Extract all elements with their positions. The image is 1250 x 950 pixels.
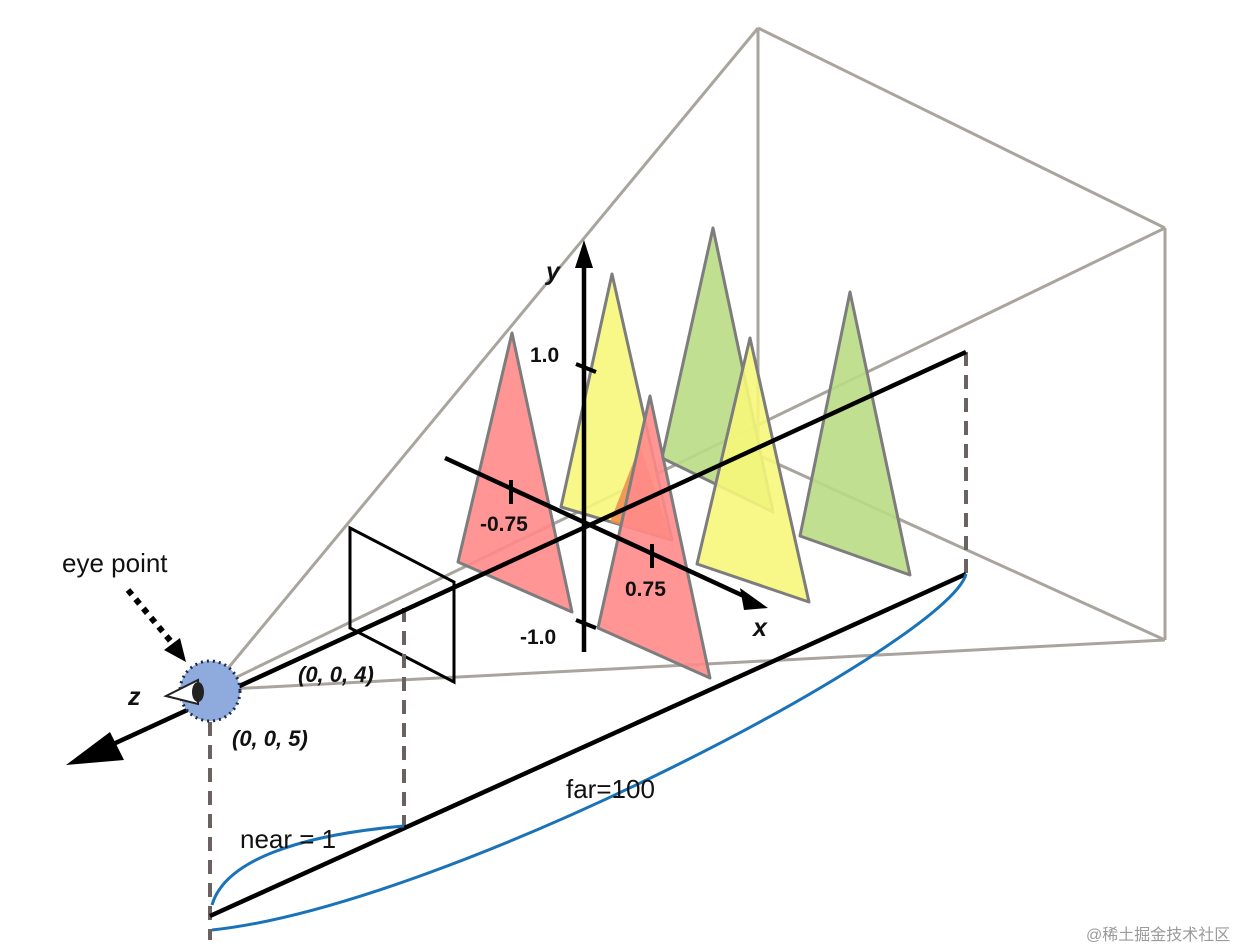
x-tick-left-label: -0.75	[480, 513, 528, 536]
near-plane-position-label: (0, 0, 4)	[298, 662, 374, 687]
x-tick-right-label: 0.75	[625, 578, 666, 601]
near-brace	[210, 824, 405, 906]
y-axis-arrowhead	[575, 240, 593, 268]
y-tick-top-mark	[575, 362, 597, 374]
near-plane	[348, 525, 456, 685]
triangles	[456, 226, 912, 680]
yellow-triangle-front	[695, 336, 811, 604]
eye-pointer-arrowhead	[164, 638, 186, 662]
z-axis-line	[95, 349, 967, 755]
green-triangle-right	[798, 290, 912, 577]
near-distance-label: near = 1	[240, 824, 336, 854]
y-tick-top-label: 1.0	[530, 344, 559, 367]
distance-baseline	[209, 571, 967, 919]
z-axis-arrowhead	[66, 732, 124, 765]
red-triangle-front	[596, 394, 712, 680]
eye-circle	[178, 659, 242, 723]
red-triangle-left	[456, 331, 574, 614]
eye-pointer-arrow	[125, 588, 181, 652]
watermark: @稀土掘金技术社区	[1086, 926, 1230, 944]
x-axis-arrowhead	[740, 588, 768, 610]
eye-point	[163, 659, 242, 723]
y-axis-label: y	[544, 258, 561, 286]
x-axis-line	[444, 455, 749, 601]
far-distance-label: far=100	[566, 774, 655, 804]
z-axis-label: z	[127, 683, 141, 711]
eye-position-label: (0, 0, 5)	[232, 726, 308, 751]
far-brace	[211, 573, 968, 932]
y-tick-bottom-label: -1.0	[520, 626, 556, 649]
y-tick-bottom-mark	[575, 618, 597, 630]
eye-point-label: eye point	[62, 548, 168, 578]
x-axis-label: x	[751, 614, 768, 642]
